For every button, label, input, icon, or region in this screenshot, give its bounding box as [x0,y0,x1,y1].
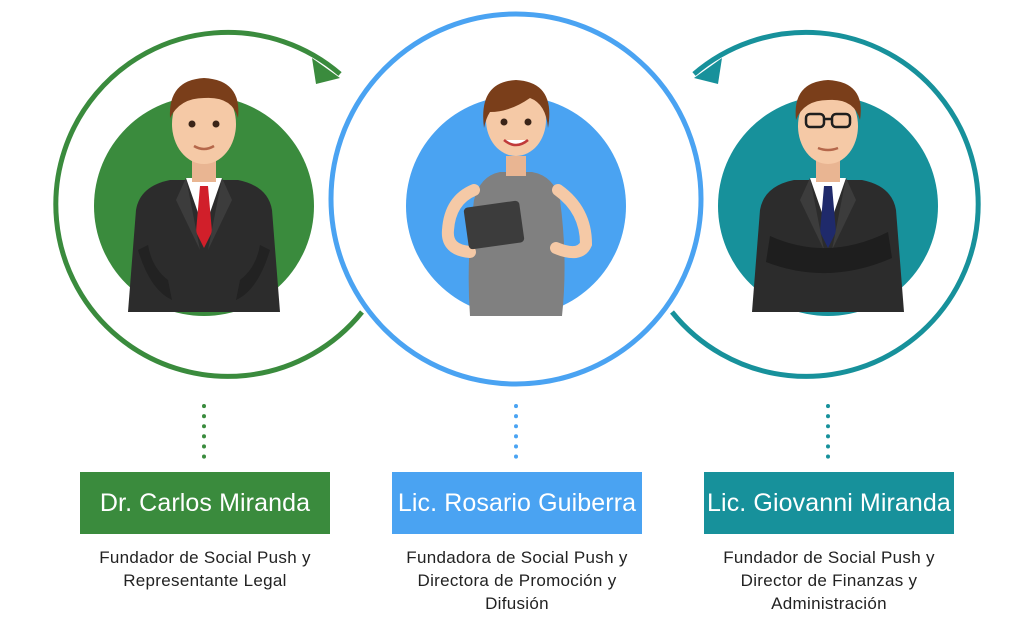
person-2-desc-line-3: Difusión [485,594,549,613]
person-3-description: Fundador de Social Push y Director de Fi… [684,546,974,615]
person-2-description: Fundadora de Social Push y Directora de … [372,546,662,615]
person-3-name-box: Lic. Giovanni Miranda [704,472,954,534]
person-1-name: Dr. Carlos Miranda [99,488,311,517]
right-ring [670,29,981,379]
businessman-red-tie-icon [128,78,280,312]
person-3-desc-line-2: Director de Finanzas y [740,571,918,590]
person-2-name: Lic. Rosario Guiberra [397,488,637,517]
person-3-desc-line-3: Administración [771,594,887,613]
left-arrowhead-icon [312,58,340,84]
person-2-desc-line-1: Fundadora de Social Push y [406,548,628,567]
person-1-name-box: Dr. Carlos Miranda [80,472,330,534]
person-1-desc-line-2: Representante Legal [123,571,287,590]
left-ring [53,29,364,379]
person-2-name-box: Lic. Rosario Guiberra [392,472,642,534]
person-3-desc-line-1: Fundador de Social Push y [723,548,935,567]
right-arrowhead-icon [694,58,722,84]
person-2-desc-line-2: Directora de Promoción y [417,571,617,590]
person-1-description: Fundador de Social Push y Representante … [60,546,350,592]
person-3-name: Lic. Giovanni Miranda [707,488,951,517]
businesswoman-tablet-icon [441,80,593,316]
businessman-glasses-icon [752,80,904,312]
person-1-desc-line-1: Fundador de Social Push y [99,548,311,567]
